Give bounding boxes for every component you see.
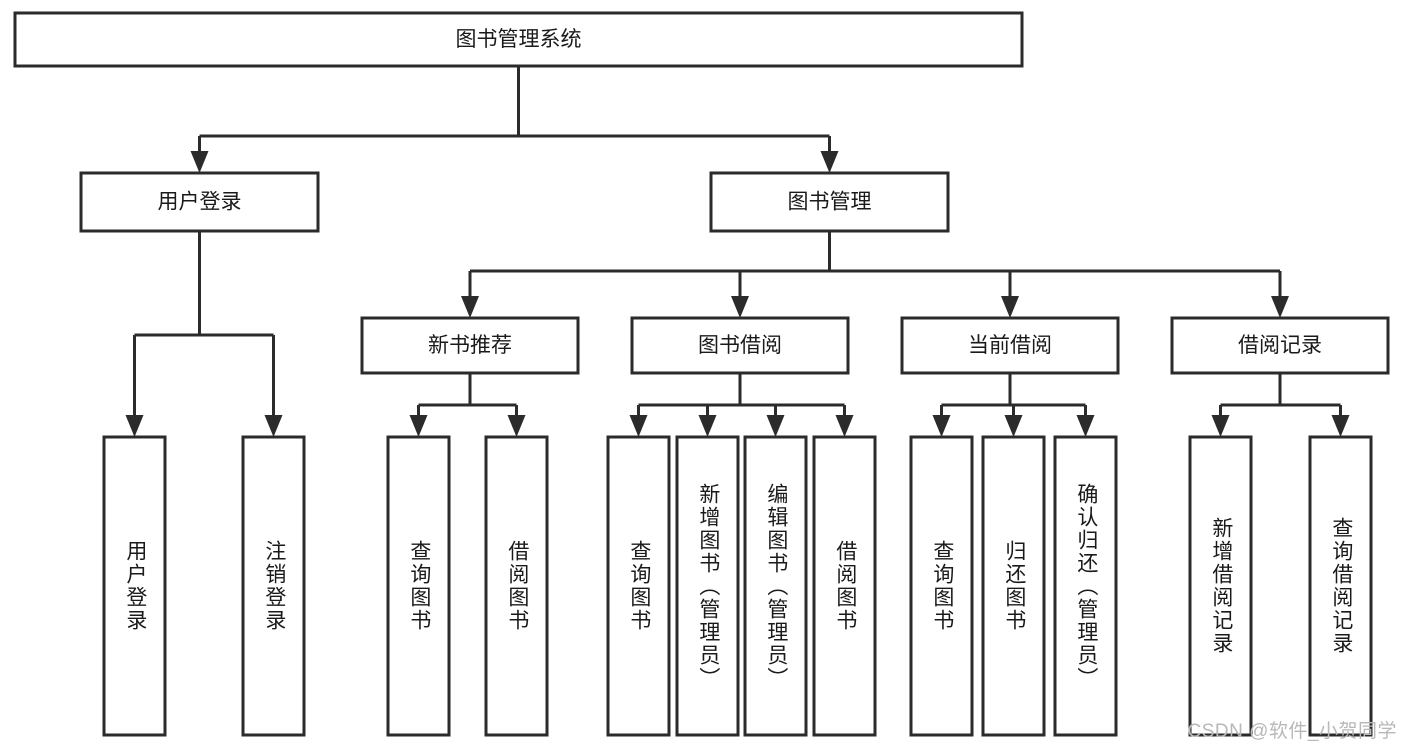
arrow-head-current-borrow [1001, 296, 1019, 318]
node-label-book-manage: 图书管理 [788, 191, 872, 214]
node-label-root: 图书管理系统 [456, 28, 582, 51]
arrow-head-new-book-rec [461, 296, 479, 318]
arrow-head-leaf-add-record [1211, 415, 1230, 437]
arrow-head-leaf-logout [264, 415, 283, 437]
arrow-head-book-manage [820, 151, 839, 173]
node-label-new-book-rec: 新书推荐 [428, 334, 512, 357]
arrow-head-leaf-add-book [698, 415, 717, 437]
arrow-head-leaf-query-record [1331, 415, 1350, 437]
node-box-user-login[interactable] [79, 171, 320, 233]
node-box-leaf-borrow-book[interactable] [812, 435, 877, 737]
node-layer [13, 11, 1390, 737]
node-box-book-borrow[interactable] [630, 316, 850, 375]
arrow-head-book-borrow [731, 296, 749, 318]
node-box-leaf-edit-book[interactable] [743, 435, 808, 737]
node-label-book-borrow: 图书借阅 [698, 334, 782, 357]
node-box-leaf-add-book[interactable] [675, 435, 740, 737]
node-box-leaf-return-book[interactable] [981, 435, 1046, 737]
arrow-head-leaf-return-book [1004, 415, 1023, 437]
arrow-head-leaf-edit-book [766, 415, 785, 437]
node-label-current-borrow: 当前借阅 [968, 334, 1052, 357]
arrow-head-leaf-query-book-cur [932, 415, 951, 437]
arrow-head-borrow-record [1271, 296, 1289, 318]
arrow-head-leaf-query-book [629, 415, 648, 437]
node-box-new-book-rec[interactable] [360, 316, 580, 375]
node-box-root[interactable] [13, 11, 1024, 68]
node-box-leaf-borrow-book-rec[interactable] [484, 435, 549, 737]
node-box-leaf-query-book-cur[interactable] [909, 435, 974, 737]
arrow-head-leaf-query-book-rec [409, 415, 428, 437]
connector-layer [125, 66, 1350, 437]
node-box-leaf-query-record[interactable] [1308, 435, 1373, 737]
node-box-leaf-query-book[interactable] [606, 435, 671, 737]
node-box-current-borrow[interactable] [900, 316, 1120, 375]
node-box-leaf-add-record[interactable] [1188, 435, 1253, 737]
arrow-head-user-login [190, 151, 209, 173]
node-label-borrow-record: 借阅记录 [1238, 334, 1322, 357]
node-box-leaf-user-login[interactable] [102, 435, 167, 737]
arrow-head-leaf-borrow-book-rec [507, 415, 526, 437]
arrow-head-leaf-confirm-return [1076, 415, 1095, 437]
node-label-user-login: 用户登录 [158, 191, 242, 214]
node-box-leaf-query-book-rec[interactable] [386, 435, 451, 737]
node-box-borrow-record[interactable] [1170, 316, 1390, 375]
node-box-leaf-confirm-return[interactable] [1053, 435, 1118, 737]
watermark-text: CSDN @软件_小贺同学 [1187, 721, 1397, 742]
node-box-leaf-logout[interactable] [241, 435, 306, 737]
node-box-book-manage[interactable] [709, 171, 950, 233]
arrow-head-leaf-user-login [125, 415, 144, 437]
arrow-head-leaf-borrow-book [835, 415, 854, 437]
